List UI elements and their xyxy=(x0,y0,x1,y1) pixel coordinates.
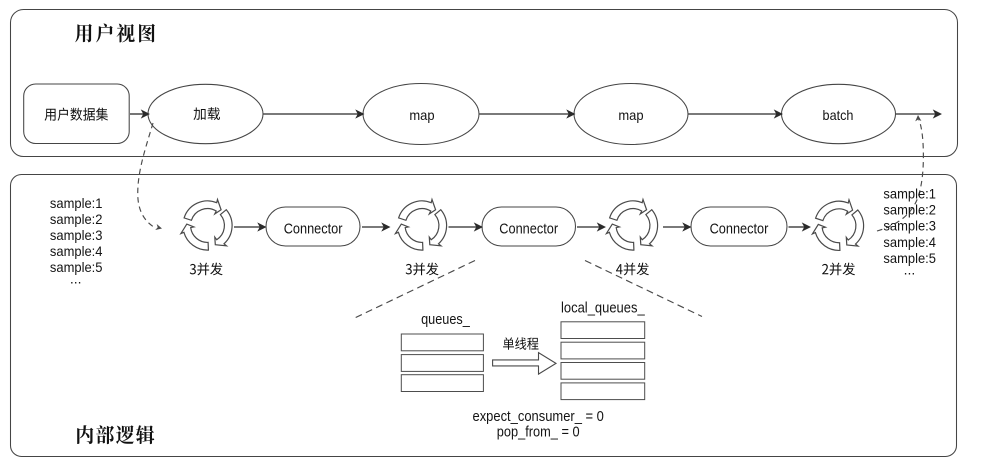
svg-text:batch: batch xyxy=(823,107,854,123)
svg-text:...: ... xyxy=(904,261,916,277)
svg-text:map: map xyxy=(409,107,434,123)
svg-text:sample:2: sample:2 xyxy=(883,202,936,218)
svg-text:...: ... xyxy=(70,271,82,287)
svg-text:sample:3: sample:3 xyxy=(50,227,103,243)
svg-text:sample:4: sample:4 xyxy=(883,234,936,250)
svg-text:queues_: queues_ xyxy=(421,311,470,328)
svg-text:Connector: Connector xyxy=(499,220,558,237)
svg-text:sample:3: sample:3 xyxy=(883,218,936,234)
svg-text:local_queues_: local_queues_ xyxy=(561,299,645,316)
svg-text:map: map xyxy=(618,107,643,123)
svg-text:sample:5: sample:5 xyxy=(883,250,936,266)
svg-text:Connector: Connector xyxy=(284,220,343,237)
svg-text:pop_from_ = 0: pop_from_ = 0 xyxy=(497,423,580,440)
svg-text:sample:1: sample:1 xyxy=(883,186,936,202)
svg-text:sample:5: sample:5 xyxy=(50,259,103,275)
svg-text:sample:4: sample:4 xyxy=(50,243,103,259)
svg-text:expect_consumer_ = 0: expect_consumer_ = 0 xyxy=(473,408,604,425)
svg-text:Connector: Connector xyxy=(710,220,769,237)
svg-text:sample:2: sample:2 xyxy=(50,211,103,227)
svg-text:sample:1: sample:1 xyxy=(50,195,103,211)
